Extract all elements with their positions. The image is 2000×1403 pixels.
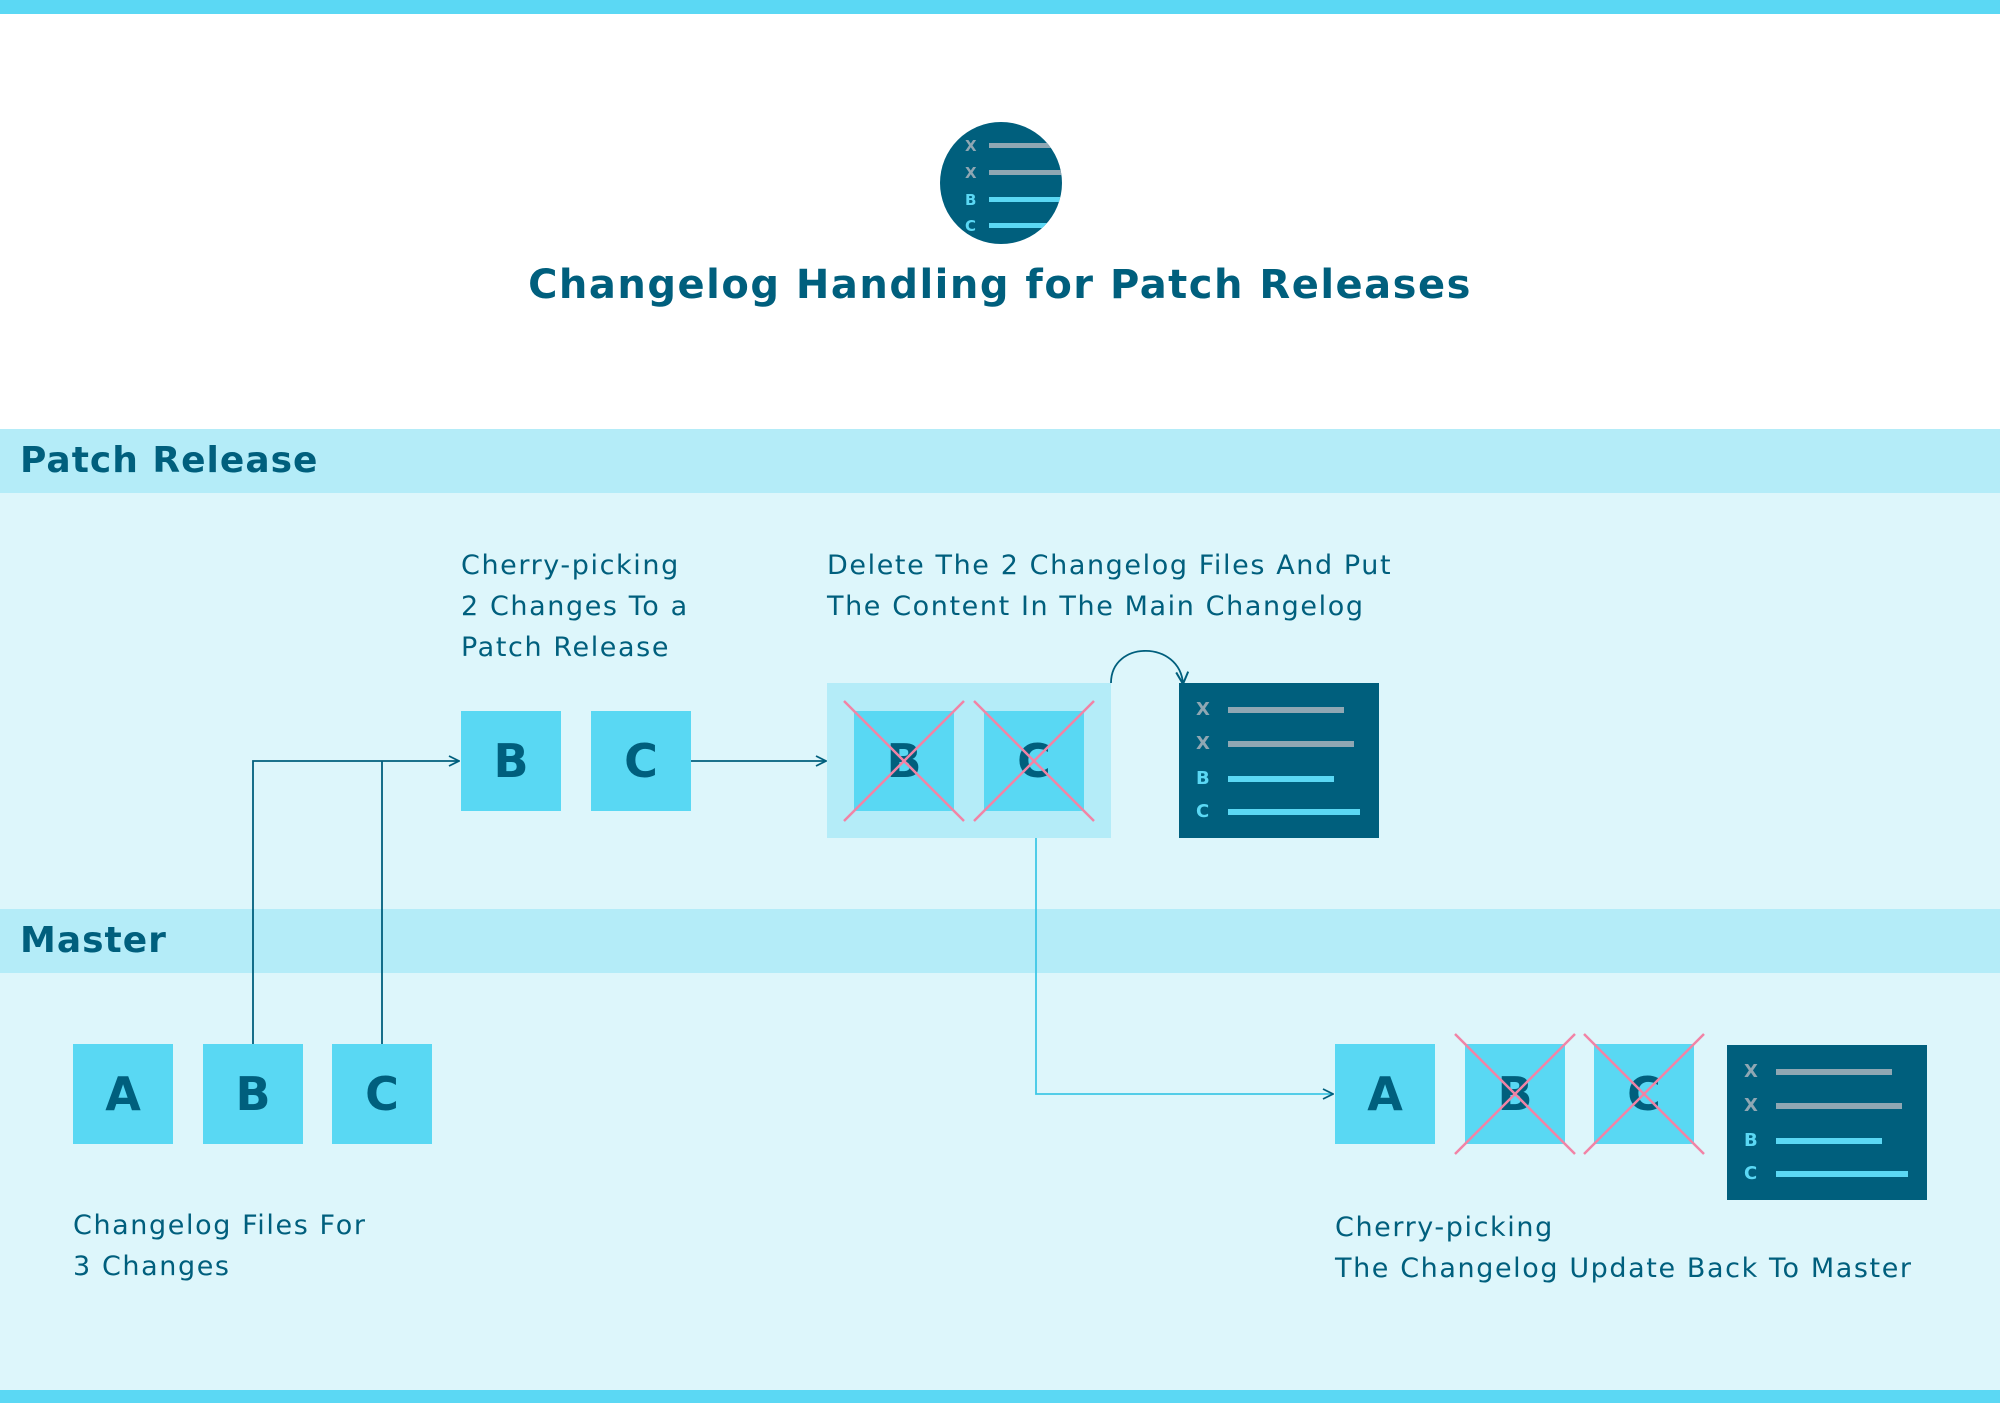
top-accent-bar: [0, 0, 2000, 14]
delete-files-caption: Delete The 2 Changelog Files And Put The…: [827, 550, 1393, 622]
strike-icon: [1583, 1033, 1705, 1155]
emblem-row: B: [965, 190, 1062, 210]
cherry-pick-back-connector: [1035, 838, 1333, 1094]
main-changelog-doc: X X B C: [1179, 683, 1379, 838]
change-file-box: A: [73, 1044, 173, 1144]
strike-icon: [973, 700, 1095, 822]
change-file-box: C: [591, 711, 691, 811]
merge-into-changelog-connector: [1110, 650, 1183, 684]
changelog-list-icon: X X B C: [940, 122, 1062, 244]
master-lane-title: Master: [20, 920, 167, 961]
emblem-row: X: [965, 163, 1062, 183]
change-file-box: A: [1335, 1044, 1435, 1144]
change-file-box: B: [461, 711, 561, 811]
changelog-row: C: [1744, 1164, 1914, 1184]
change-file-box: C: [332, 1044, 432, 1144]
master-changelog-doc: X X B C: [1727, 1045, 1927, 1200]
changelog-row: X: [1196, 700, 1366, 720]
strike-icon: [1454, 1033, 1576, 1155]
deleted-change-file-box: B: [843, 700, 965, 822]
cherry-pick-connector: [252, 761, 459, 1044]
emblem-row: X: [965, 136, 1062, 156]
patch-release-lane-header: [0, 429, 2000, 493]
deleted-change-file-box: C: [973, 700, 1095, 822]
emblem-row: C: [965, 216, 1062, 236]
changelog-row: X: [1744, 1096, 1914, 1116]
patch-release-lane-title: Patch Release: [20, 440, 319, 481]
page-title: Changelog Handling for Patch Releases: [528, 262, 1472, 308]
cherry-pick-back-caption: Cherry-picking The Changelog Update Back…: [1335, 1212, 1913, 1284]
changelog-row: C: [1196, 802, 1366, 822]
bottom-accent-bar: [0, 1390, 2000, 1403]
changelog-row: X: [1744, 1062, 1914, 1082]
deleted-change-file-box: B: [1454, 1033, 1576, 1155]
cherry-pick-caption: Cherry-picking 2 Changes To a Patch Rele…: [461, 550, 689, 663]
changelog-row: X: [1196, 734, 1366, 754]
deleted-change-file-box: C: [1583, 1033, 1705, 1155]
master-lane-header: [0, 909, 2000, 973]
change-file-box: B: [203, 1044, 303, 1144]
changelog-row: B: [1196, 769, 1366, 789]
changelog-row: B: [1744, 1131, 1914, 1151]
strike-icon: [843, 700, 965, 822]
master-lane: [0, 909, 2000, 1390]
changelog-files-caption: Changelog Files For 3 Changes: [73, 1210, 367, 1282]
